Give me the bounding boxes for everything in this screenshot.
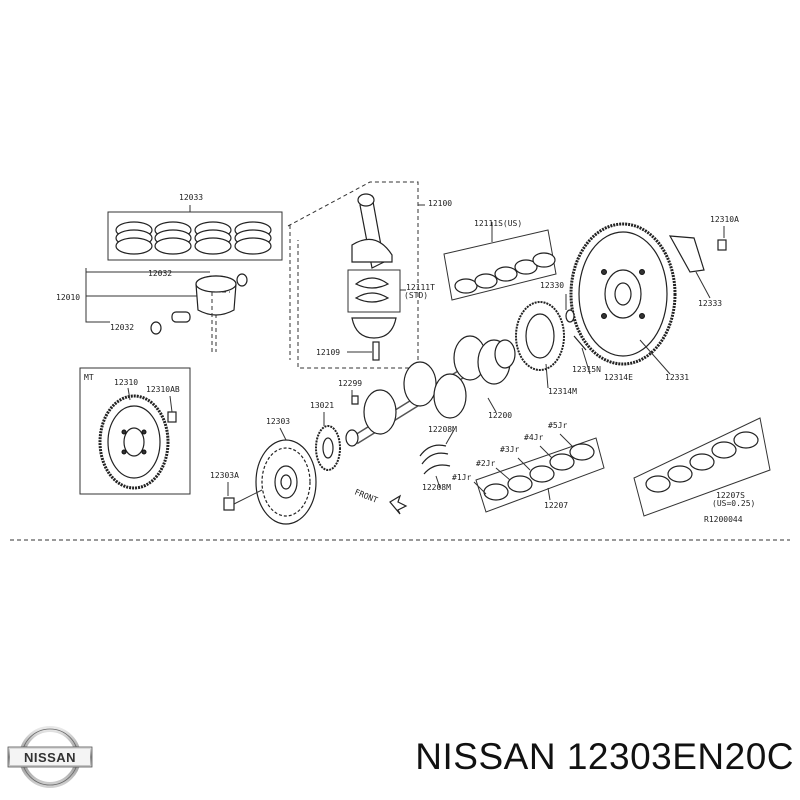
con-rod-bearing-upper: [354, 277, 390, 289]
label-12032-upper: 12032: [148, 269, 172, 278]
bolt-12310a: [717, 239, 727, 251]
label-3jr: #3Jr: [500, 445, 519, 454]
us-bearing-3: [689, 453, 715, 471]
flex-plate-group: [569, 222, 727, 375]
piston-ring-set-3: [194, 221, 232, 255]
label-12100: 12100: [428, 199, 452, 208]
exploded-parts-diagram: 12033 12032 12010 12032 12100 12111S(US)…: [10, 181, 790, 541]
bearing-us-5: [532, 252, 556, 268]
label-reference: R1200044: [704, 515, 743, 524]
sprocket-group: [315, 412, 341, 471]
label-front: FRONT: [353, 488, 379, 505]
crank-flange: [494, 339, 516, 369]
main-bearing-std-group: [473, 433, 605, 513]
label-12109: 12109: [316, 348, 340, 357]
label-12111s: 12111S(US): [474, 219, 522, 228]
con-rod-bolt: [372, 341, 380, 361]
label-12330: 12330: [540, 281, 564, 290]
main-bearing-2: [507, 475, 533, 493]
us-bearing-4: [711, 441, 737, 459]
piston-ring-set-1: [115, 221, 153, 255]
us-bearing-5: [733, 431, 759, 449]
bolt-12315n: [573, 335, 587, 351]
thrust-washer-lower: [423, 464, 451, 475]
label-12208m-bottom: 12208M: [422, 483, 451, 492]
con-rod-big-end: [351, 238, 393, 263]
bolt-12310ab: [167, 411, 177, 423]
crank-pulley-group: [223, 427, 317, 525]
pulley-bolt-12303a: [223, 489, 263, 511]
label-12299: 12299: [338, 379, 362, 388]
label-12010: 12010: [56, 293, 80, 302]
bearing-us-3: [494, 266, 518, 282]
thrust-washer-upper: [419, 444, 447, 457]
crank-nose: [345, 429, 359, 447]
piston-rings-group: [107, 205, 283, 261]
con-rod-cap: [351, 317, 397, 339]
label-4jr: #4Jr: [524, 433, 543, 442]
con-rod-bearing-lower: [354, 292, 390, 303]
main-bearing-1: [483, 483, 509, 501]
main-bearing-3: [529, 465, 555, 483]
connecting-rod-group: [211, 181, 425, 369]
label-12111t: 12111T: [406, 283, 435, 292]
woodruff-key: [351, 395, 359, 405]
bearing-us-1: [454, 278, 478, 294]
front-arrow: [389, 494, 408, 515]
label-12331: 12331: [665, 373, 689, 382]
label-1jr: #1Jr: [452, 473, 471, 482]
piston-pin: [171, 311, 191, 323]
label-5jr: #5Jr: [548, 421, 567, 430]
crank-web-2: [403, 361, 437, 407]
main-bearing-5: [569, 443, 595, 461]
label-13021: 13021: [310, 401, 334, 410]
label-12303a: 12303A: [210, 471, 239, 480]
label-12303: 12303: [266, 417, 290, 426]
label-12310: 12310: [114, 378, 138, 387]
bearing-us-4: [514, 259, 538, 275]
label-12200: 12200: [488, 411, 512, 420]
crank-web-3: [433, 373, 467, 419]
piston-group: [85, 268, 248, 352]
label-12033: 12033: [179, 193, 203, 202]
label-12314m: 12314M: [548, 387, 577, 396]
reinforcement-plate: [668, 235, 705, 273]
main-bearing-us-group: [443, 222, 557, 301]
label-12207s-us: (US=0.25): [712, 499, 755, 508]
piston-ring-set-4: [234, 221, 272, 255]
label-2jr: #2Jr: [476, 459, 495, 468]
bearing-us-2: [474, 273, 498, 289]
piston-ring-set-2: [154, 221, 192, 255]
label-12207: 12207: [544, 501, 568, 510]
nissan-logo: NISSAN: [7, 726, 93, 788]
crank-web-1: [363, 389, 397, 435]
logo-text: NISSAN: [24, 750, 76, 765]
label-mt: MT: [84, 373, 94, 382]
us-bearing-1: [645, 475, 671, 493]
label-12333: 12333: [698, 299, 722, 308]
thrust-washer-group: [419, 429, 455, 489]
label-12207s: 12207S: [716, 491, 745, 500]
label-12310a: 12310A: [710, 215, 739, 224]
part-number-label: NISSAN 12303EN20C: [415, 736, 794, 777]
main-bearing-4: [549, 453, 575, 471]
snap-ring: [236, 273, 248, 287]
label-12310ab: 12310AB: [146, 385, 180, 394]
label-12032-lower: 12032: [110, 323, 134, 332]
label-12111t-std: (STD): [404, 291, 428, 300]
main-bearing-us-lower-group: [633, 417, 771, 517]
label-12208m-top: 12208M: [428, 425, 457, 434]
us-bearing-2: [667, 465, 693, 483]
label-12314e: 12314E: [604, 373, 633, 382]
dowel-12330: [565, 309, 575, 323]
oil-seal-group: [515, 294, 591, 389]
crankshaft-group: [345, 335, 516, 447]
snap-ring-lower: [150, 321, 162, 335]
con-rod-small-end: [357, 193, 375, 207]
key-group: [351, 390, 359, 405]
flywheel-mt-group: [79, 367, 191, 495]
label-12315n: 12315N: [572, 365, 601, 374]
